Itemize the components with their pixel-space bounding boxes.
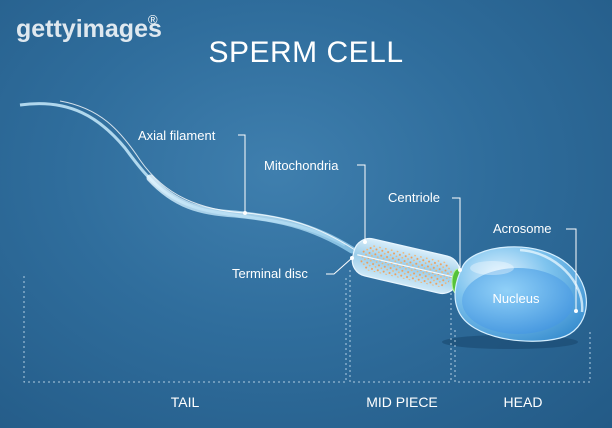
- mitochondria-leader: [357, 164, 366, 242]
- acrosome-cap: [519, 248, 584, 313]
- tail-section-label: TAIL: [171, 394, 200, 410]
- terminal-disc-leader: [326, 257, 353, 275]
- axial-filament-leader: [238, 134, 246, 213]
- head-bracket: [454, 330, 591, 383]
- head-highlight: [470, 261, 514, 275]
- axial-filament-dot: [243, 211, 247, 215]
- centriole-leader: [452, 197, 461, 270]
- watermark-text: gettyimages: [16, 15, 162, 43]
- nucleus-label: Nucleus: [493, 291, 540, 306]
- terminal-disc-dot: [350, 256, 354, 260]
- acrosome-dot: [574, 309, 578, 313]
- axial-filament-label: Axial filament: [138, 128, 216, 143]
- diagram-title: SPERM CELL: [208, 36, 403, 69]
- terminal-disc-label: Terminal disc: [232, 266, 308, 281]
- nucleus: [462, 268, 574, 334]
- tail-bracket: [23, 276, 347, 383]
- mitochondria-label: Mitochondria: [264, 158, 339, 173]
- centriole-dot: [458, 268, 462, 272]
- watermark-registered-mark: ®: [148, 12, 158, 27]
- mitochondria-dot: [363, 240, 367, 244]
- mid-piece-section-label: MID PIECE: [366, 394, 438, 410]
- acrosome-label: Acrosome: [493, 221, 552, 236]
- mid-piece-bracket: [349, 270, 452, 383]
- head-section-label: HEAD: [504, 394, 543, 410]
- mid-piece: [351, 237, 461, 295]
- axial-filament-line: [59, 100, 356, 251]
- tail-flagellum-thick: [146, 174, 356, 254]
- acrosome-leader: [566, 228, 577, 311]
- centriole-label: Centriole: [388, 190, 440, 205]
